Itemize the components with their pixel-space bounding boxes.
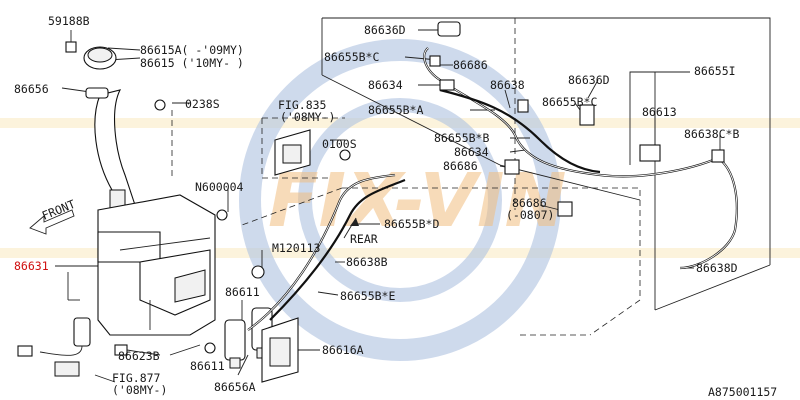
part-label-86616A: 86616A [322, 343, 364, 357]
part-label-86655B-A: 86655B*A [368, 103, 423, 117]
part-label-86655B-E: 86655B*E [340, 289, 395, 303]
part-label-86623B: 86623B [118, 349, 160, 363]
part-label-86615A: 86615A( -'09MY) [140, 43, 244, 57]
part-label-fig835-my: ('08MY-) [280, 110, 335, 124]
watermark-band [0, 248, 800, 258]
part-label-86611-a: 86611 [225, 285, 260, 299]
rear-arrow: REAR [343, 217, 378, 246]
hose-clamp [85, 87, 109, 99]
part-label-86636D-right: 86636D [568, 73, 610, 87]
reference-code: A875001157 [708, 385, 777, 399]
part-label-M120113: M120113 [272, 241, 321, 255]
part-labels: 59188B 86615A( -'09MY)86615 ('10MY- ) 8665… [14, 14, 739, 397]
part-label-86686-low: 86686 [512, 196, 547, 210]
washer-tank [94, 89, 216, 336]
part-label-fig877-my: ('08MY-) [112, 383, 167, 397]
part-label-59188B: 59188B [48, 14, 90, 28]
part-label-86636D-top: 86636D [364, 23, 406, 37]
gear-icon [239, 39, 561, 361]
part-label-0807: (-0807) [506, 208, 554, 222]
filler-cap [83, 46, 117, 70]
part-label-86655I: 86655I [694, 64, 736, 78]
bracket-fig835 [274, 129, 311, 176]
part-label-86638B: 86638B [346, 255, 388, 269]
grommet [65, 30, 77, 53]
part-label-86656A: 86656A [214, 380, 256, 394]
part-label-86638: 86638 [490, 78, 525, 92]
part-label-86631: 86631 [14, 259, 49, 273]
front-arrow: FRONT [29, 197, 77, 235]
part-label-86655B-D: 86655B*D [384, 217, 439, 231]
watermark-band [0, 118, 800, 128]
leader-lines [55, 17, 771, 383]
part-label-86638D: 86638D [696, 261, 738, 275]
part-label-86686-mid: 86686 [443, 159, 478, 173]
bolt [154, 99, 351, 354]
part-label-86655B-C-top: 86655B*C [324, 50, 379, 64]
part-label-N600004: N600004 [195, 180, 244, 194]
part-label-0238S: 0238S [185, 97, 220, 111]
part-label-fig877: FIG.877 [112, 371, 161, 385]
part-label-fig835: FIG.835 [278, 98, 326, 112]
part-label-86656: 86656 [14, 82, 49, 96]
hose-connector [429, 21, 725, 217]
part-label-86611-b: 86611 [190, 359, 225, 373]
part-label-0100S: 0100S [322, 137, 357, 151]
part-label-86686-top: 86686 [453, 58, 488, 72]
washer-module [261, 317, 299, 383]
part-label-86613: 86613 [642, 105, 677, 119]
front-label: FRONT [40, 197, 77, 223]
part-label-86615: 86615 ('10MY- ) [140, 56, 244, 70]
part-label-86638C-B: 86638C*B [684, 127, 739, 141]
rear-label: REAR [350, 232, 378, 246]
part-label-86655B-B: 86655B*B [434, 131, 489, 145]
part-label-86634-top: 86634 [368, 78, 403, 92]
level-sensor [17, 317, 161, 377]
part-label-86634-mid: 86634 [454, 145, 489, 159]
part-label-86655B-C-right: 86655B*C [542, 95, 597, 109]
